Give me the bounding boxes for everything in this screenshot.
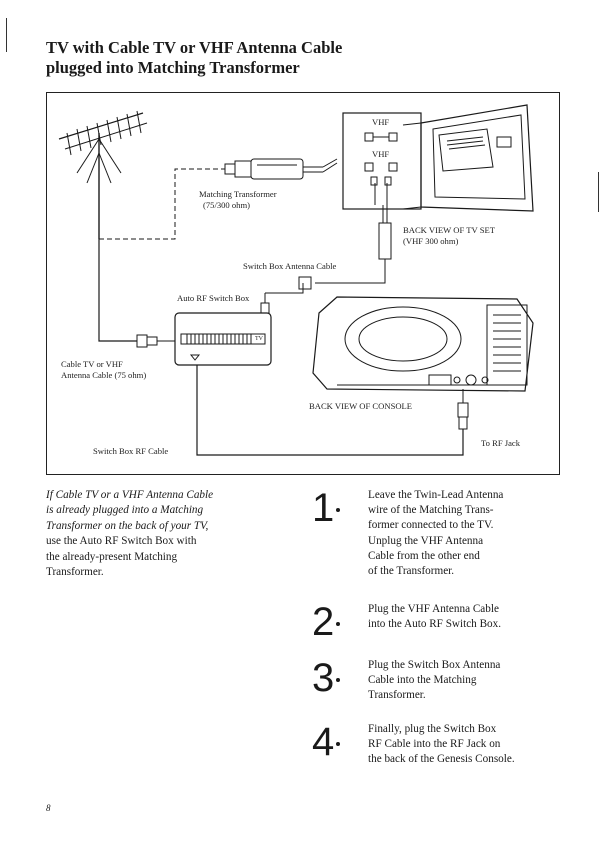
to-rf-jack-label: To RF Jack <box>481 438 521 448</box>
switch-tv-mark: TV <box>255 336 263 342</box>
switch-box-antenna-cable-run <box>315 259 386 284</box>
vhf-antenna-cable <box>98 239 137 342</box>
f-connector-icon <box>136 334 175 348</box>
step-line: Cable into the Matching <box>368 674 477 687</box>
transformer-plug-icon <box>378 222 392 260</box>
step-line: Plug the Switch Box Antenna <box>368 659 501 671</box>
matching-transformer-label: Matching Transformer <box>199 189 277 199</box>
vhf-label-top: VHF <box>372 117 390 127</box>
rf-plug-icon <box>457 389 469 430</box>
step-number: 3 <box>312 656 335 700</box>
switch-cable-connector-icon <box>298 276 312 290</box>
intro-line: Transformer. <box>46 566 104 579</box>
intro-line: is already plugged into a Matching <box>46 504 204 517</box>
antenna-icon <box>58 110 148 239</box>
cable-tv-ohm-label: Antenna Cable (75 ohm) <box>61 370 147 380</box>
step-number-dot <box>336 508 340 512</box>
step-line: Cable from the other end <box>368 549 480 562</box>
cable-tv-label: Cable TV or VHF <box>61 359 123 369</box>
connection-diagram-drawing <box>58 104 534 456</box>
step-text: Plug the VHF Antenna Cable into the Auto… <box>368 602 558 632</box>
tv-set-back-icon <box>402 104 534 212</box>
page-title-line2: plugged into Matching Transformer <box>46 58 300 77</box>
auto-rf-switch-box-label: Auto RF Switch Box <box>177 293 250 303</box>
step-line: RF Cable into the RF Jack on <box>368 738 501 751</box>
step-number-dot <box>336 622 340 626</box>
step-text: Plug the Switch Box Antenna Cable into t… <box>368 658 558 704</box>
step-number: 1 <box>312 486 335 530</box>
connection-diagram: VHF VHF Matching Transformer (75/300 ohm… <box>46 92 560 475</box>
auto-rf-switch-box-icon <box>174 293 272 366</box>
switch-box-antenna-cable-label: Switch Box Antenna Cable <box>243 261 337 271</box>
page-title-line1: TV with Cable TV or VHF Antenna Cable <box>46 38 343 57</box>
step-line: Transformer. <box>368 689 426 702</box>
page-edge-mark-left <box>6 18 7 52</box>
tv-antenna-panel <box>342 112 422 210</box>
unplugged-cable-dashed <box>99 168 225 240</box>
page-title: TV with Cable TV or VHF Antenna Cable pl… <box>46 38 466 78</box>
step-line: Unplug the VHF Antenna <box>368 534 484 547</box>
step-text: Leave the Twin-Lead Antenna wire of the … <box>368 488 558 579</box>
intro-line: If Cable TV or a VHF Antenna Cable <box>46 489 214 501</box>
back-view-console-label: BACK VIEW OF CONSOLE <box>309 401 413 411</box>
step-line: the back of the Genesis Console. <box>368 753 515 766</box>
step-line: Leave the Twin-Lead Antenna <box>368 489 504 501</box>
back-view-tv-ohm-label: (VHF 300 ohm) <box>403 236 459 246</box>
genesis-console-icon <box>312 296 534 392</box>
page-edge-mark-right <box>598 172 599 212</box>
step-number: 4 <box>312 720 335 764</box>
step-number: 2 <box>312 600 335 644</box>
step-line: Finally, plug the Switch Box <box>368 723 497 735</box>
step-number-dot <box>336 678 340 682</box>
intro-line: use the Auto RF Switch Box with <box>46 535 197 548</box>
switch-box-rf-cable-label: Switch Box RF Cable <box>93 446 169 456</box>
switch-box-antenna-cable <box>265 283 304 294</box>
switch-box-rf-cable <box>196 365 464 456</box>
matching-transformer-icon <box>224 158 338 180</box>
step-line: of the Transformer. <box>368 565 455 578</box>
step-line: former connected to the TV. <box>368 519 494 532</box>
step-line: into the Auto RF Switch Box. <box>368 618 502 631</box>
step-number-dot <box>336 742 340 746</box>
intro-paragraph: If Cable TV or a VHF Antenna Cable is al… <box>46 488 276 580</box>
step-text: Finally, plug the Switch Box RF Cable in… <box>368 722 558 768</box>
matching-transformer-ohm-label: (75/300 ohm) <box>203 200 251 210</box>
vhf-label-bottom: VHF <box>372 149 390 159</box>
back-view-tv-label: BACK VIEW OF TV SET <box>403 225 495 235</box>
intro-line: the already-present Matching <box>46 550 178 563</box>
intro-line: Transformer on the back of your TV, <box>46 519 209 532</box>
page-number: 8 <box>46 803 51 813</box>
step-line: Plug the VHF Antenna Cable <box>368 603 499 615</box>
step-line: wire of the Matching Trans- <box>368 504 494 517</box>
